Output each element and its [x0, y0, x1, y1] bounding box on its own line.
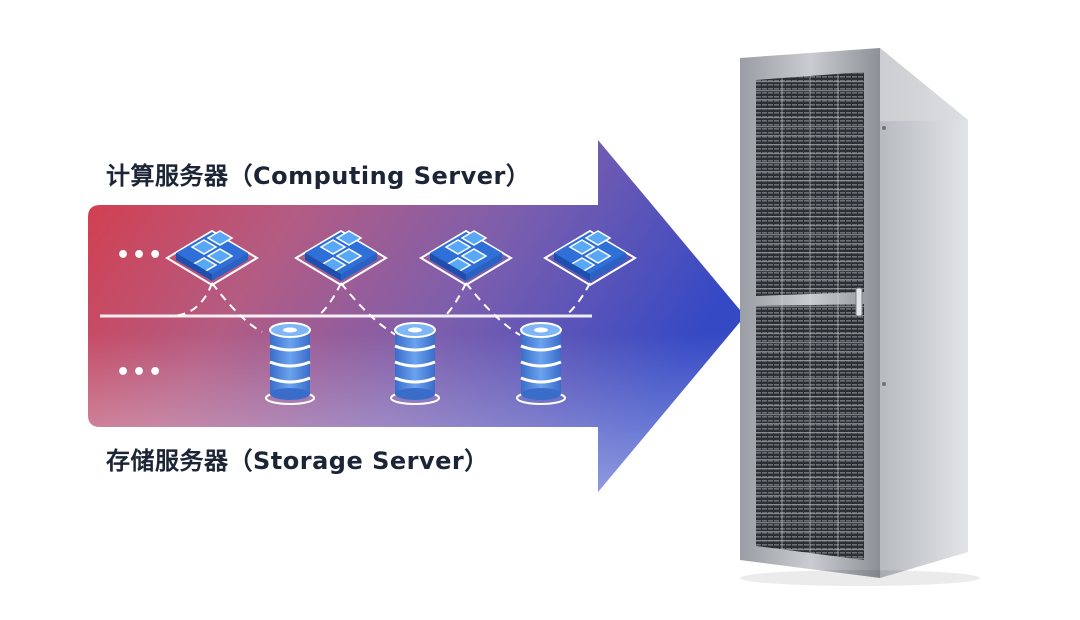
server-rack-cabinet	[740, 48, 980, 586]
database-stack-icon	[516, 322, 566, 405]
compute-node-4	[543, 229, 637, 287]
cpu-chip-cluster-icon	[543, 229, 637, 287]
storage-node-1	[265, 322, 315, 405]
compute-node-3	[419, 229, 513, 287]
compute-server-label: 计算服务器（Computing Server）	[106, 162, 531, 190]
database-stack-icon	[390, 322, 440, 405]
cpu-chip-cluster-icon	[165, 229, 259, 287]
compute-node-1	[165, 229, 259, 287]
storage-node-3	[516, 322, 566, 405]
rack-door-handle-icon	[855, 287, 863, 317]
compute-more-ellipsis: •••	[116, 243, 165, 268]
storage-node-2	[390, 322, 440, 405]
storage-server-label: 存储服务器（Storage Server）	[106, 447, 489, 475]
cpu-chip-cluster-icon	[294, 229, 388, 287]
database-stack-icon	[265, 322, 315, 405]
compute-node-2	[294, 229, 388, 287]
storage-more-ellipsis: •••	[116, 360, 165, 385]
cpu-chip-cluster-icon	[419, 229, 513, 287]
connection-lines	[169, 282, 591, 336]
